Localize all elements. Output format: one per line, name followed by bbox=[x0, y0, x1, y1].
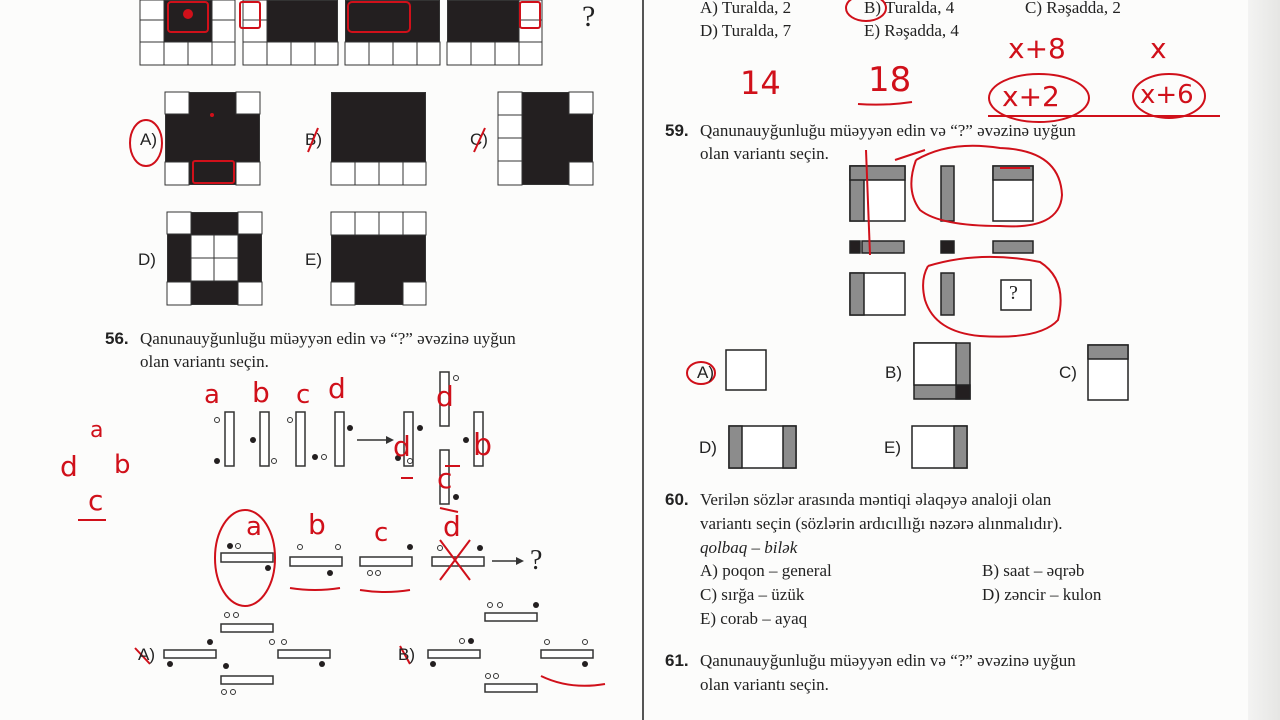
q58-annotations bbox=[845, 0, 1220, 123]
hw-label-d-4: d bbox=[443, 510, 461, 543]
hw-label-c-2: c bbox=[437, 462, 453, 495]
hw-label-d-1: d bbox=[328, 372, 346, 405]
q55-option-d-label[interactable]: D) bbox=[138, 250, 156, 269]
hw-cross-b: b bbox=[114, 450, 131, 480]
hw-label-b-2: b bbox=[473, 428, 493, 463]
hw-label-c-1: c bbox=[296, 380, 311, 410]
hw-x6: x+6 bbox=[1140, 80, 1194, 110]
q58-option-c[interactable]: C) Rəşadda, 2 bbox=[1025, 0, 1121, 17]
q55-option-a-label[interactable]: A) bbox=[140, 130, 157, 149]
q60-text-line1: Verilən sözlər arasında məntiqi əlaqəyə … bbox=[700, 490, 1052, 509]
page-divider bbox=[642, 0, 644, 720]
hw-label-a-2: a bbox=[246, 512, 262, 542]
q56-option-a[interactable]: A) bbox=[138, 645, 155, 664]
q56-option-b[interactable]: B) bbox=[398, 645, 415, 664]
q58-option-b[interactable]: B) Turalda, 4 bbox=[864, 0, 955, 17]
hw-label-a-1: a bbox=[204, 380, 220, 410]
q59-text-line2: olan variantı seçin. bbox=[700, 144, 829, 163]
hw-cross-c: c bbox=[88, 484, 104, 517]
hw-label-c-3: c bbox=[374, 518, 389, 548]
q56-text-line2: olan variantı seçin. bbox=[140, 352, 269, 371]
seq-grid-lines bbox=[139, 0, 543, 66]
q61-text-line1: Qanunauyğunluğu müəyyən edin və “?” əvəz… bbox=[700, 651, 1076, 670]
q56-question-mark: ? bbox=[530, 545, 543, 576]
q59-option-e[interactable]: E) bbox=[884, 438, 901, 457]
q58-option-a[interactable]: A) Turalda, 2 bbox=[700, 0, 792, 17]
q60-option-e[interactable]: E) corab – ayaq bbox=[700, 609, 808, 628]
q60-text-line2: variantı seçin (sözlərin ardıcıllığı nəz… bbox=[700, 514, 1063, 533]
hw-label-b-3: b bbox=[308, 508, 326, 541]
hw-cross-a: a bbox=[90, 418, 104, 443]
q60-pair: qolbaq – bilək bbox=[700, 538, 798, 557]
q56-text-line1: Qanunauyğunluğu müəyyən edin və “?” əvəz… bbox=[140, 329, 516, 348]
hw-label-d-2: d bbox=[436, 380, 454, 413]
q61-text-line2: olan variantı seçin. bbox=[700, 675, 829, 694]
q56-figures bbox=[78, 371, 606, 695]
q60-option-b[interactable]: B) saat – əqrəb bbox=[982, 561, 1085, 580]
q61-number: 61. bbox=[665, 651, 689, 670]
hw-x: x bbox=[1150, 32, 1167, 65]
q59-option-c[interactable]: C) bbox=[1059, 363, 1077, 382]
q60-option-a[interactable]: A) poqon – general bbox=[700, 561, 832, 580]
q56-number: 56. bbox=[105, 329, 129, 348]
q55-option-cells bbox=[129, 91, 594, 306]
hw-x8: x+8 bbox=[1008, 32, 1066, 65]
q60-option-d[interactable]: D) zəncir – kulon bbox=[982, 585, 1102, 604]
q58-option-e[interactable]: E) Rəşadda, 4 bbox=[864, 21, 959, 40]
q55-sequence: ? bbox=[0, 0, 640, 70]
hw-x2: x+2 bbox=[1002, 80, 1060, 113]
q59-question-mark: ? bbox=[1009, 282, 1018, 304]
right-edge-shadow bbox=[1248, 0, 1280, 720]
q60-number: 60. bbox=[665, 490, 689, 509]
hw-18: 18 bbox=[868, 60, 912, 100]
q59-number: 59. bbox=[665, 121, 689, 140]
q59-option-b[interactable]: B) bbox=[885, 363, 902, 382]
q59-option-a[interactable]: A) bbox=[697, 363, 714, 382]
seq-question-mark: ? bbox=[582, 0, 596, 33]
hw-label-b-1: b bbox=[252, 376, 270, 409]
q59-matrix bbox=[686, 144, 1129, 469]
q59-text-line1: Qanunauyğunluğu müəyyən edin və “?” əvəz… bbox=[700, 121, 1076, 140]
q55-option-e-label[interactable]: E) bbox=[305, 250, 322, 269]
hw-label-d-3: d bbox=[393, 430, 411, 463]
hw-14: 14 bbox=[740, 64, 781, 102]
q59-option-d[interactable]: D) bbox=[699, 438, 717, 457]
q60-option-c[interactable]: C) sırğa – üzük bbox=[700, 585, 805, 604]
hw-cross-d: d bbox=[60, 450, 78, 483]
q58-option-d[interactable]: D) Turalda, 7 bbox=[700, 21, 792, 40]
